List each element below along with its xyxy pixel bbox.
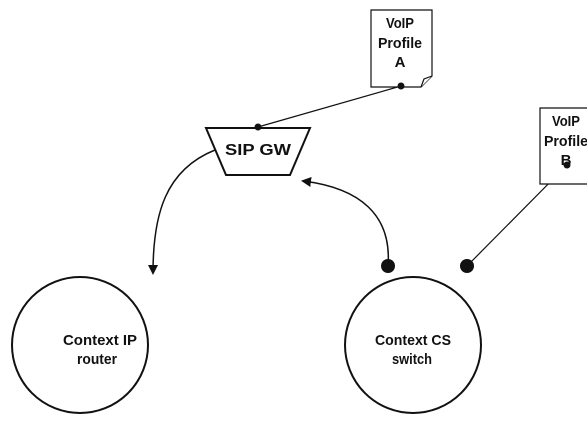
context-cs-line2: switch — [392, 351, 432, 368]
context-cs-port-left — [381, 259, 395, 273]
profile-a-line3: A — [395, 54, 406, 71]
profile-b-port — [563, 161, 571, 169]
profile-b-line1: VoIP — [552, 113, 580, 130]
context-ip-line2: router — [77, 351, 117, 368]
context-cs-switch-node: Context CS switch — [344, 276, 482, 414]
profile-a-line2: Profile — [378, 35, 422, 52]
profile-a-line1: VoIP — [386, 15, 414, 32]
profile-b-line3: B — [561, 152, 572, 169]
context-ip-line1: Context IP — [63, 332, 137, 349]
arrow-gw-to-ip — [148, 149, 216, 275]
profile-a-port — [397, 82, 405, 90]
voip-profile-b-document: VoIP Profile B — [539, 107, 587, 185]
profile-b-line2: Profile — [544, 133, 587, 150]
context-cs-port-right — [460, 259, 474, 273]
connector-gw-profile-a — [257, 85, 402, 128]
context-cs-line1: Context CS — [375, 332, 451, 349]
context-ip-router-node: Context IP router — [11, 276, 149, 414]
voip-profile-a-document: VoIP Profile A — [370, 9, 433, 88]
sip-gw-label: SIP GW — [225, 142, 292, 159]
sip-gw-node: SIP GW — [204, 127, 312, 176]
arrow-cs-to-gw — [301, 177, 390, 267]
sip-gw-port — [254, 123, 262, 131]
